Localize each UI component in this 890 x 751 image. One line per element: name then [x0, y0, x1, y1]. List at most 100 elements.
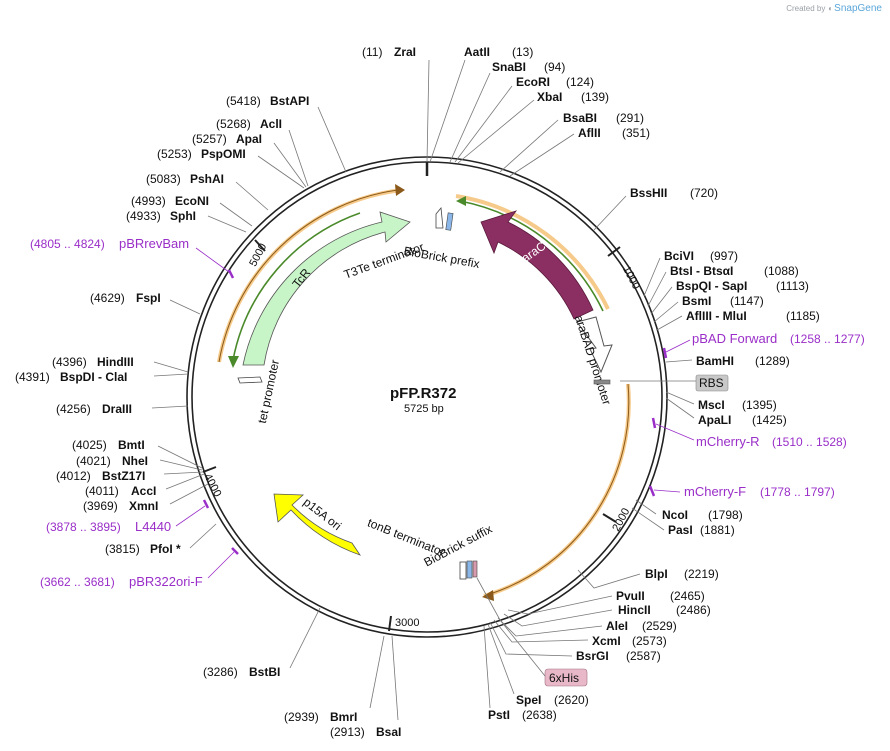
xcmi-leader [493, 619, 589, 643]
btsi-leader [647, 271, 667, 307]
bmri-leader [369, 635, 385, 709]
biobrick-suffix-block [466, 560, 473, 579]
site-name-pfoi: PfoI * [150, 542, 181, 556]
site-pos-xbai: (139) [581, 90, 609, 104]
site-pos-bsrgi: (2587) [626, 649, 661, 663]
mcherry-arrow-head [482, 590, 494, 601]
site-pos-acli: (5268) [216, 117, 251, 131]
site-name-apai: ApaI [236, 132, 262, 146]
his-label: 6xHis [549, 671, 579, 685]
site-name-clai: BspDI - ClaI [60, 370, 127, 384]
site-name-bmri: BmrI [330, 710, 357, 724]
site-pos-bstz17i: (4012) [56, 469, 91, 483]
credit-prefix: Created by [786, 4, 826, 13]
primer-name-mcherry-f: mCherry-F [684, 484, 746, 499]
biobrick-suffix-arrow [459, 561, 467, 580]
pshai-leader [235, 181, 269, 211]
tick-label-1000: 1000 [620, 264, 642, 291]
site-name-ecori: EcoRI [516, 75, 550, 89]
site-pos-pshai: (5083) [146, 172, 181, 186]
site-name-bsai: BsaI [376, 725, 401, 739]
pbr322ori-f-mark [231, 547, 239, 555]
bsmi-leader [653, 301, 679, 323]
plasmid-size: 5725 bp [404, 403, 444, 415]
site-pos-pasi: (1881) [700, 523, 735, 537]
bsrgi-leader [489, 621, 573, 657]
biobrick-prefix-arrow [435, 207, 444, 229]
site-name-blpi: BlpI [645, 567, 668, 581]
site-name-bsrgi: BsrGI [576, 649, 609, 663]
spei-leader [487, 623, 515, 695]
tcr-green-track [232, 212, 361, 361]
pasi-leader [631, 507, 665, 531]
primer-range-pbr322ori-f: (3662 .. 3681) [40, 575, 115, 589]
site-name-alei: AleI [606, 619, 628, 633]
site-name-bcivi: BciVI [664, 249, 694, 263]
mcherry-f-mark [648, 485, 656, 497]
site-pos-bsshii: (720) [690, 186, 718, 200]
tick-label-3000: 3000 [395, 617, 419, 629]
site-pos-apali: (1425) [752, 413, 787, 427]
mlui-leader [656, 315, 683, 331]
primer-name-pbrrevbam: pBRrevBam [119, 236, 189, 251]
alei-leader [497, 617, 603, 637]
site-pos-spei: (2620) [554, 693, 589, 707]
site-name-acci: AccI [131, 484, 156, 498]
primer-range-mcherry-f: (1778 .. 1797) [760, 485, 835, 499]
site-name-aatii: AatII [464, 45, 490, 59]
site-name-bspqi: BspQI - SapI [676, 279, 747, 293]
site-pos-xmni: (3969) [83, 499, 118, 513]
tcr-green-arrow [228, 356, 239, 368]
site-name-bstbi: BstBI [249, 665, 280, 679]
site-name-mlui: AflIII - MluI [686, 309, 747, 323]
tcr-orange-line [218, 189, 399, 363]
site-pos-pvuii: (2465) [670, 589, 705, 603]
site-name-ncoi: NcoI [662, 508, 688, 522]
site-name-xbai: XbaI [537, 90, 562, 104]
site-pos-alei: (2529) [642, 619, 677, 633]
biobrick-prefix-label: BioBrick prefix [403, 244, 481, 271]
site-pos-draiii: (4256) [56, 402, 91, 416]
snabi-leader [449, 72, 491, 163]
acli-leader [288, 129, 309, 187]
site-pos-btsi: (1088) [764, 264, 799, 278]
site-name-zrai: ZraI [394, 45, 416, 59]
snapgene-credit: Created by ◖ SnapGene [786, 3, 882, 14]
site-name-xcmi: XcmI [592, 634, 621, 648]
arabad-promoter-feature [576, 316, 613, 374]
site-name-bsshii: BssHII [630, 186, 667, 200]
site-name-draiii: DraIII [102, 402, 132, 416]
site-name-pshai: PshAI [190, 172, 224, 186]
rbs-label-box [695, 374, 729, 392]
aflii-leader [509, 133, 575, 177]
tet-promoter-mark [237, 376, 263, 384]
l4440-leader [175, 505, 206, 527]
pvuii-leader [507, 595, 613, 615]
clai-leader [153, 373, 189, 377]
credit-brand: SnapGene [834, 3, 882, 14]
plasmid-name: pFP.R372 [390, 385, 456, 402]
his-label-box [544, 668, 588, 687]
site-pos-aflii: (351) [622, 126, 650, 140]
tick-label-2000: 2000 [610, 506, 632, 533]
primer-range-l4440: (3878 .. 3895) [46, 520, 121, 534]
pbrrevbam-leader [195, 247, 230, 273]
draiii-leader [151, 405, 189, 409]
p15a-ori-label: p15A ori [301, 495, 344, 533]
site-pos-bmti: (4025) [72, 438, 107, 452]
site-name-apali: ApaLI [698, 413, 731, 427]
primer-name-pbad-forward: pBAD Forward [692, 331, 777, 346]
site-pos-bsabi: (291) [616, 111, 644, 125]
bstz17i-leader [163, 471, 204, 475]
site-name-snabi: SnaBI [492, 60, 526, 74]
bspqi-leader [650, 286, 673, 315]
site-name-bsabi: BsaBI [563, 111, 597, 125]
site-name-bamhi: BamHI [696, 354, 734, 368]
site-pos-bamhi: (1289) [755, 354, 790, 368]
site-pos-snabi: (94) [544, 60, 565, 74]
mcherry-f-leader [653, 489, 681, 493]
site-name-psti: PstI [488, 708, 510, 722]
site-name-pvuii: PvuII [616, 589, 645, 603]
ecori-leader [454, 85, 513, 163]
